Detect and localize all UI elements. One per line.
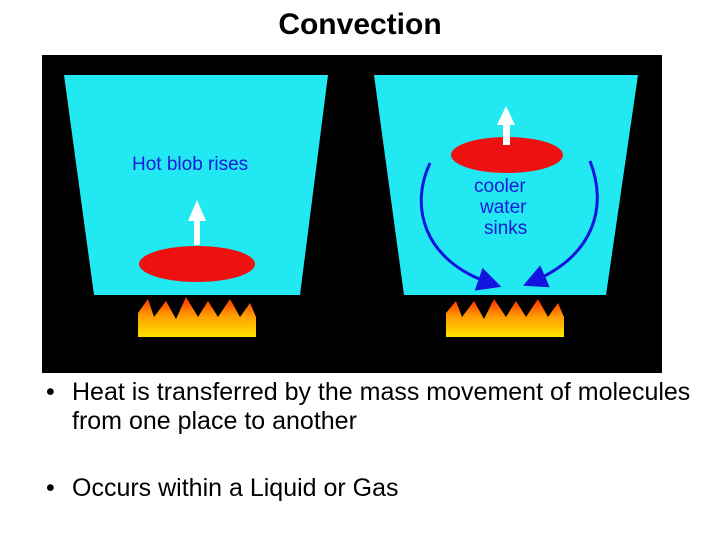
right-current-arrow-icon [522,160,599,288]
hot-blob-left [139,246,255,282]
bullet-item: Occurs within a Liquid or Gas [40,474,700,503]
left-water-container [64,75,328,295]
bullet-item: Heat is transferred by the mass movement… [40,378,700,436]
cooler-label: cooler [474,176,526,197]
right-water-container [374,75,638,295]
up-arrow-icon [188,200,206,245]
up-arrow-icon [497,106,515,145]
hot-blob-right [451,137,563,173]
right-flame [446,299,564,337]
left-flame [138,297,256,337]
water-label: water [479,197,527,218]
left-current-arrow-icon [419,162,502,291]
hot-blob-label: Hot blob rises [132,154,248,175]
sinks-label: sinks [484,218,527,239]
convection-diagram: Hot blob rises cooler water sinks [42,55,662,373]
bullet-list: Heat is transferred by the mass movement… [40,378,700,541]
slide-title: Convection [278,8,442,41]
convection-svg: Hot blob rises cooler water sinks [42,55,662,373]
